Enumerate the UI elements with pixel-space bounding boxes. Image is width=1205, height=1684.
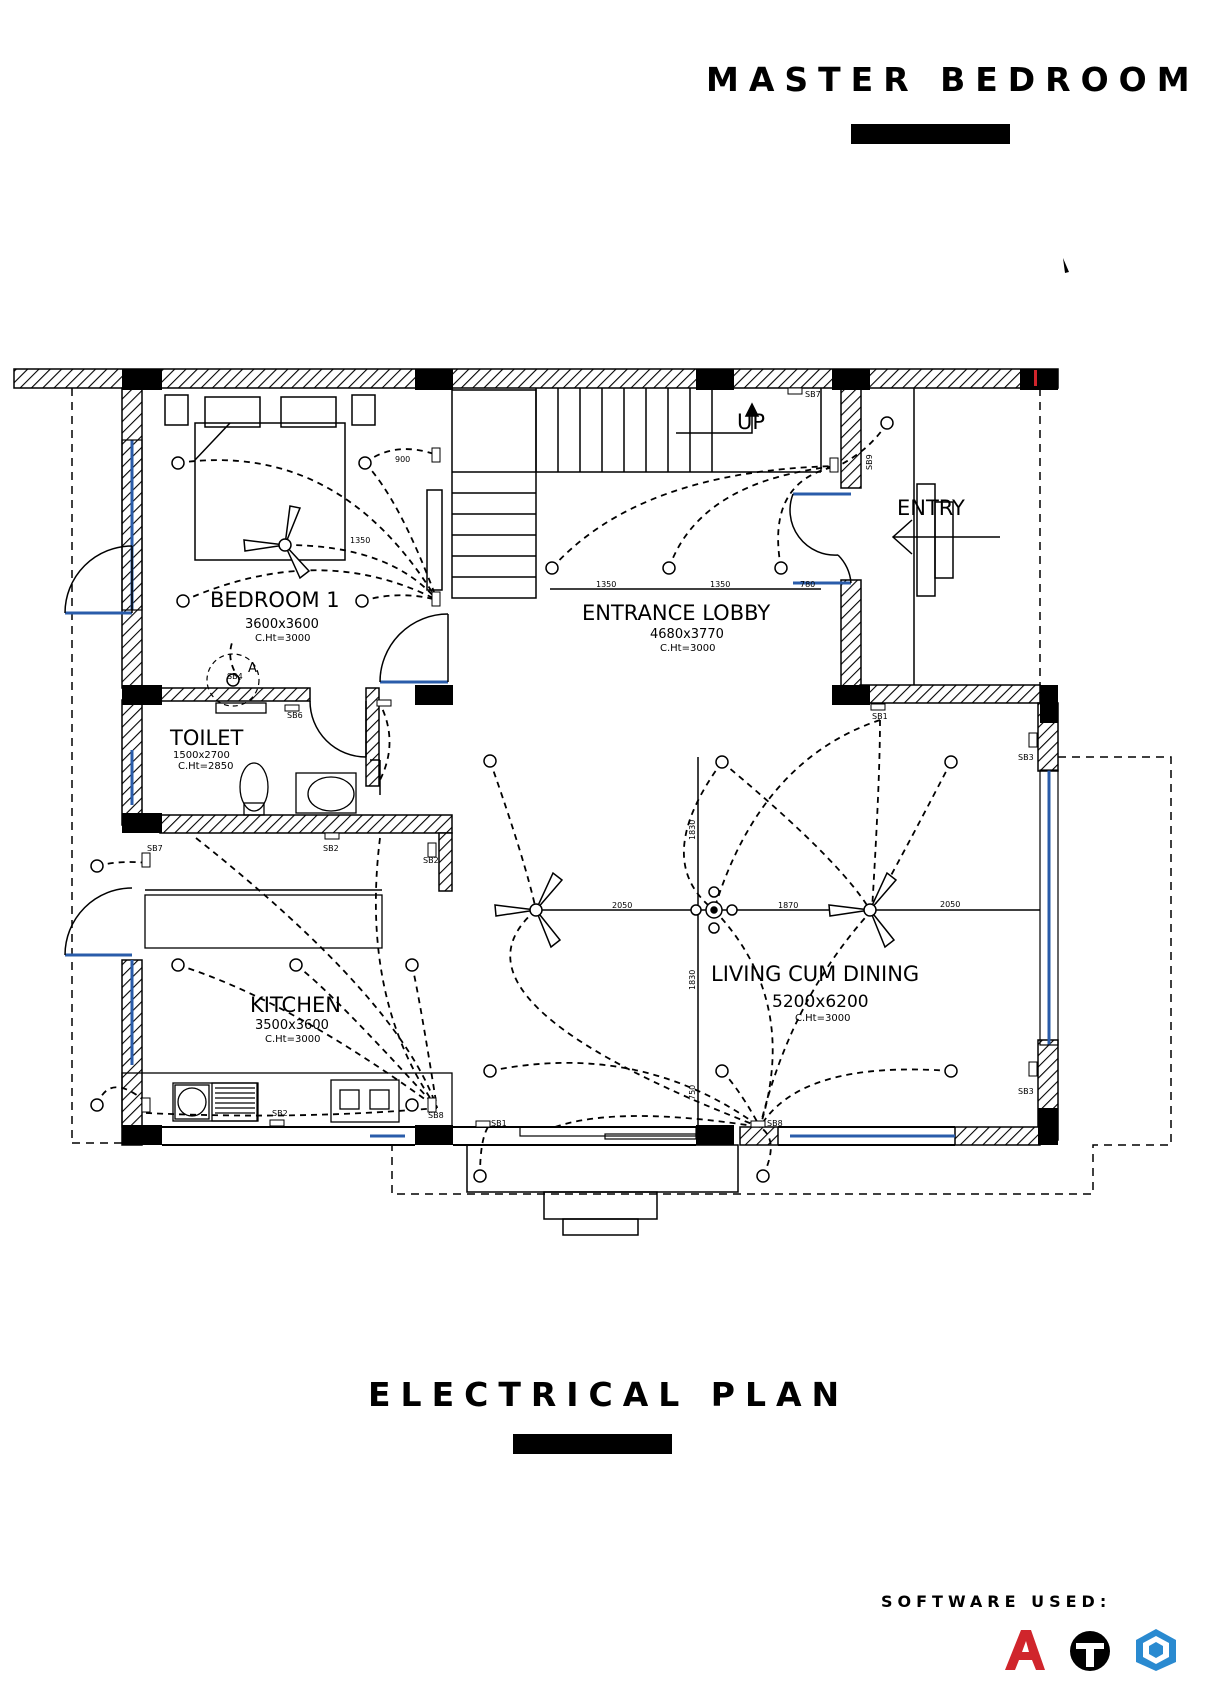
switchboard-label: SB1 bbox=[872, 712, 888, 721]
staircase bbox=[426, 388, 822, 599]
switchboard-label: SB6 bbox=[287, 711, 303, 720]
dimension-label: 900 bbox=[395, 455, 410, 464]
plan-title-underline bbox=[513, 1434, 672, 1454]
section-marker bbox=[206, 653, 260, 707]
ceiling-fan-living-left bbox=[494, 871, 564, 949]
column-marker bbox=[1034, 370, 1037, 386]
dimension-label: 1350 bbox=[596, 580, 616, 589]
switchboard-label: SB7 bbox=[147, 844, 163, 853]
room-name-kitchen: KITCHEN bbox=[250, 993, 341, 1017]
autocad-icon bbox=[1005, 1630, 1045, 1670]
chandelier-icon bbox=[690, 886, 738, 934]
ceiling-fan-living-right bbox=[828, 871, 898, 949]
switchboard-label: SB4 bbox=[227, 672, 243, 681]
porch-steps bbox=[466, 1144, 739, 1236]
switchboard-label: SB7 bbox=[805, 390, 821, 399]
bed bbox=[164, 394, 376, 561]
room-dims-lobby: 4680x3770 bbox=[650, 627, 724, 642]
light-points bbox=[90, 416, 958, 1183]
dimension-label: 1350 bbox=[710, 580, 730, 589]
entry-steps bbox=[891, 388, 1000, 685]
dimension-label: 1870 bbox=[778, 901, 798, 910]
stair-up-label: UP bbox=[737, 410, 765, 434]
switchboard-label: SB3 bbox=[1018, 1087, 1034, 1096]
room-name-lobby: ENTRANCE LOBBY bbox=[582, 601, 770, 625]
plot-boundary bbox=[71, 388, 1172, 1195]
switchboard-label: SB8 bbox=[428, 1111, 444, 1120]
room-height-kitchen: C.Ht=3000 bbox=[265, 1034, 320, 1045]
room-height-lobby: C.Ht=3000 bbox=[660, 643, 715, 654]
dimension-label: 2050 bbox=[940, 900, 960, 909]
switchboard-boxes bbox=[141, 387, 1038, 1128]
switchboard-label: SB2 bbox=[272, 1109, 288, 1118]
doors bbox=[64, 493, 852, 956]
wiring bbox=[96, 422, 952, 1177]
dimension-label: 1830 bbox=[688, 820, 697, 840]
software-used-label: SOFTWARE USED: bbox=[881, 1592, 1112, 1611]
room-dims-bedroom: 3600x3600 bbox=[245, 617, 319, 632]
dimension-label: 750 bbox=[688, 1085, 697, 1100]
sheet-title: MASTER BEDROOM bbox=[706, 60, 1200, 99]
switchboard-label: SB3 bbox=[1018, 753, 1034, 762]
sketchup-icon bbox=[1136, 1629, 1176, 1671]
section-mark-label: A bbox=[248, 661, 257, 676]
dimension-label: 1830 bbox=[688, 970, 697, 990]
room-height-living: C.Ht=3000 bbox=[795, 1013, 850, 1024]
entry-label: ENTRY bbox=[897, 496, 965, 520]
room-dims-kitchen: 3500x3600 bbox=[255, 1018, 329, 1033]
switchboard-label: SB2 bbox=[323, 844, 339, 853]
columns bbox=[122, 369, 1058, 1145]
switchboard-label: SB2 bbox=[423, 856, 439, 865]
dimension-lines bbox=[145, 588, 1040, 1127]
ceiling-fan-bedroom bbox=[243, 505, 311, 580]
room-dims-toilet: 1500x2700 bbox=[173, 750, 230, 761]
plan-title: ELECTRICAL PLAN bbox=[368, 1375, 850, 1414]
switchboard-label: SB8 bbox=[767, 1119, 783, 1128]
tekla-icon bbox=[1070, 1631, 1110, 1671]
dimension-label: 2050 bbox=[612, 901, 632, 910]
kitchen-counter bbox=[121, 894, 453, 1128]
toilet-fixtures bbox=[215, 702, 357, 816]
switchboard-label: SB1 bbox=[491, 1119, 507, 1128]
room-name-toilet: TOILET bbox=[169, 726, 244, 750]
sliding-door bbox=[519, 1126, 697, 1140]
switchboard-label: SB9 bbox=[865, 454, 874, 470]
north-arrow-mark bbox=[1063, 258, 1069, 273]
dimension-label: 1350 bbox=[350, 536, 370, 545]
title-underline bbox=[851, 124, 1010, 144]
dimension-label: 780 bbox=[800, 580, 815, 589]
room-dims-living: 5200x6200 bbox=[772, 992, 869, 1012]
room-height-toilet: C.Ht=2850 bbox=[178, 761, 233, 772]
room-height-bedroom: C.Ht=3000 bbox=[255, 633, 310, 644]
room-name-bedroom: BEDROOM 1 bbox=[210, 588, 340, 612]
room-name-living: LIVING CUM DINING bbox=[711, 962, 919, 986]
